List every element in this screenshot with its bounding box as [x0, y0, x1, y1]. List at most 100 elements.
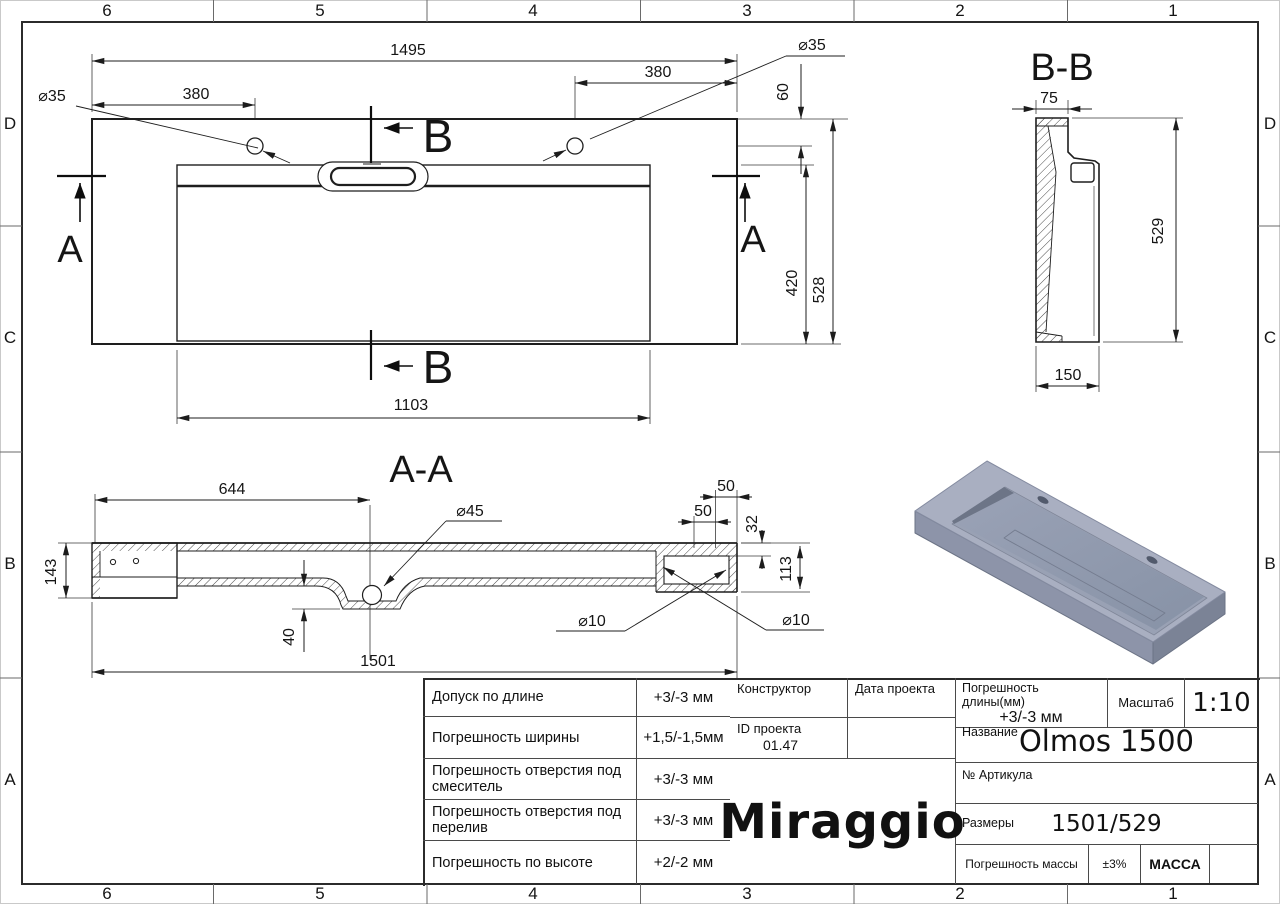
- dim-overall-width: 1495: [390, 42, 426, 59]
- dimensions-label: Размеры: [962, 816, 1014, 830]
- fixing-hole-right: [132, 557, 140, 565]
- dim-bb-bottom-width: 150: [1055, 367, 1082, 384]
- tolerance-value: +2/-2 мм: [653, 854, 714, 871]
- zone-labels: 6 5 4 3 2 1 6 5 4 3 2 1 D C B A D C B A: [4, 1, 1276, 903]
- bb-profile-outline: [1035, 117, 1100, 343]
- title-block-right: Погрешность длины(мм) +3/-3 мм Масштаб 1…: [955, 678, 1258, 884]
- article-label: № Артикула: [962, 768, 1033, 782]
- cut-label-a-left: A: [57, 229, 83, 271]
- grid-row-label: D: [1264, 114, 1276, 133]
- tolerance-value: +3/-3 мм: [637, 678, 730, 717]
- logo-cell: Miraggio: [719, 759, 964, 884]
- grid-col-label: 5: [315, 884, 324, 903]
- cut-label-b-bottom: B: [423, 341, 454, 393]
- dim-basin-width: 1103: [394, 397, 429, 414]
- dim-drain-recess-depth: 40: [281, 628, 298, 646]
- dim-overflow-offset-outer: 50: [717, 478, 735, 495]
- brand-logo: Miraggio: [719, 793, 966, 850]
- tolerance-value: +1,5/-1,5мм: [637, 717, 730, 759]
- title-block-middle: Конструктор Дата проекта ID проекта 01.4…: [719, 678, 965, 884]
- dim-drain-offset: 644: [219, 481, 246, 498]
- empty-cell: [848, 718, 955, 759]
- iso-faucet-hole-left: [1037, 496, 1049, 504]
- section-bb-view: B-B 75 529 150: [1012, 47, 1183, 392]
- grid-col-label: 2: [955, 1, 964, 20]
- tolerance-label: Погрешность ширины: [423, 717, 637, 759]
- table-row: Погрешность отверстия под перелив +3/-3 …: [423, 800, 730, 841]
- table-row: Погрешность ширины +1,5/-1,5мм: [423, 717, 730, 759]
- scale-value-cell: 1:10: [1185, 678, 1258, 728]
- scale-label: Масштаб: [1118, 695, 1174, 710]
- grid-row-label: C: [1264, 328, 1276, 347]
- tolerance-value: +3/-3 мм: [637, 800, 730, 841]
- grid-col-label: 5: [315, 1, 324, 20]
- dim-bb-height: 529: [1150, 218, 1167, 245]
- dim-hole-offset-right: 380: [645, 64, 672, 81]
- project-id-label: ID проекта: [737, 721, 802, 736]
- grid-col-label: 6: [102, 1, 111, 20]
- mass-label: МАССА: [1141, 845, 1210, 883]
- scale-value: 1:10: [1192, 687, 1251, 718]
- fascia-block-section: [91, 542, 178, 599]
- tolerance-label: Допуск по длине: [423, 678, 637, 717]
- bb-overflow-channel: [1070, 162, 1095, 183]
- length-tolerance-cell: Погрешность длины(мм) +3/-3 мм: [955, 678, 1108, 728]
- tolerance-table: Допуск по длине +3/-3 мм Погрешность шир…: [423, 678, 730, 884]
- project-id-cell: ID проекта 01.47: [730, 718, 848, 759]
- grid-row-label: B: [4, 554, 15, 573]
- grid-row-label: A: [4, 770, 16, 789]
- dim-hole-offset-left: 380: [183, 86, 210, 103]
- grid-col-label: 3: [742, 884, 751, 903]
- dim-front-height: 143: [43, 559, 60, 586]
- dim-hole-dia-left: ⌀35: [38, 88, 66, 105]
- overflow-cavity: [663, 555, 730, 585]
- grid-col-label: 6: [102, 884, 111, 903]
- project-date-cell: Дата проекта: [848, 678, 955, 718]
- dim-bb-top-width: 75: [1040, 90, 1058, 107]
- tolerance-value: +3/-3 мм: [637, 759, 730, 800]
- table-row: Допуск по длине +3/-3 мм: [423, 678, 730, 717]
- fixing-hole-left: [109, 558, 117, 566]
- grid-row-label: A: [1264, 770, 1276, 789]
- grid-col-label: 4: [528, 1, 537, 20]
- dim-end-height: 113: [778, 556, 795, 582]
- mass-tolerance-value: ±3%: [1089, 845, 1141, 883]
- grid-col-label: 1: [1168, 1, 1177, 20]
- mass-row: Погрешность массы ±3% МАССА: [955, 845, 1258, 883]
- grid-col-label: 2: [955, 884, 964, 903]
- constructor-cell: Конструктор: [730, 678, 848, 718]
- section-bb-title: B-B: [1030, 47, 1093, 89]
- mass-tolerance-label: Погрешность массы: [955, 845, 1089, 883]
- dim-overflow-offset-inner: 50: [694, 503, 712, 520]
- sink-outline-plan: [91, 118, 738, 345]
- name-label: Название: [962, 725, 1018, 739]
- drain-hole-section: [361, 584, 383, 606]
- dim-basin-depth: 420: [784, 270, 801, 297]
- empty-cell: [1210, 845, 1258, 883]
- dim-overflow-hole-left: ⌀10: [578, 613, 606, 630]
- name-row: Название Olmos 1500: [955, 720, 1258, 763]
- grid-col-label: 4: [528, 884, 537, 903]
- overflow-slot-inner: [329, 166, 417, 187]
- iso-basin-back-wall-shadow: [952, 487, 1014, 524]
- grid-row-label: B: [1264, 554, 1275, 573]
- iso-faucet-hole-right: [1146, 556, 1158, 564]
- cut-label-b-top: B: [423, 110, 454, 162]
- table-row: Погрешность отверстия под смеситель +3/-…: [423, 759, 730, 800]
- table-row: Погрешность по высоте +2/-2 мм: [423, 841, 730, 884]
- scale-cell: Масштаб: [1108, 678, 1185, 728]
- iso-basin-floor: [958, 492, 1204, 630]
- grid-col-label: 3: [742, 1, 751, 20]
- dimensions-row: Размеры 1501/529: [955, 804, 1258, 845]
- cut-label-a-right: A: [740, 219, 766, 261]
- tolerance-label: Погрешность отверстия под перелив: [423, 800, 637, 841]
- project-id-value: 01.47: [763, 737, 799, 753]
- dim-drain-dia: ⌀45: [456, 503, 484, 520]
- length-tolerance-label: Погрешность длины(мм): [962, 681, 1039, 709]
- dim-hole-setback: 60: [775, 83, 792, 101]
- dim-depth-total: 528: [811, 277, 828, 304]
- dim-overflow-lip-height: 32: [744, 515, 761, 533]
